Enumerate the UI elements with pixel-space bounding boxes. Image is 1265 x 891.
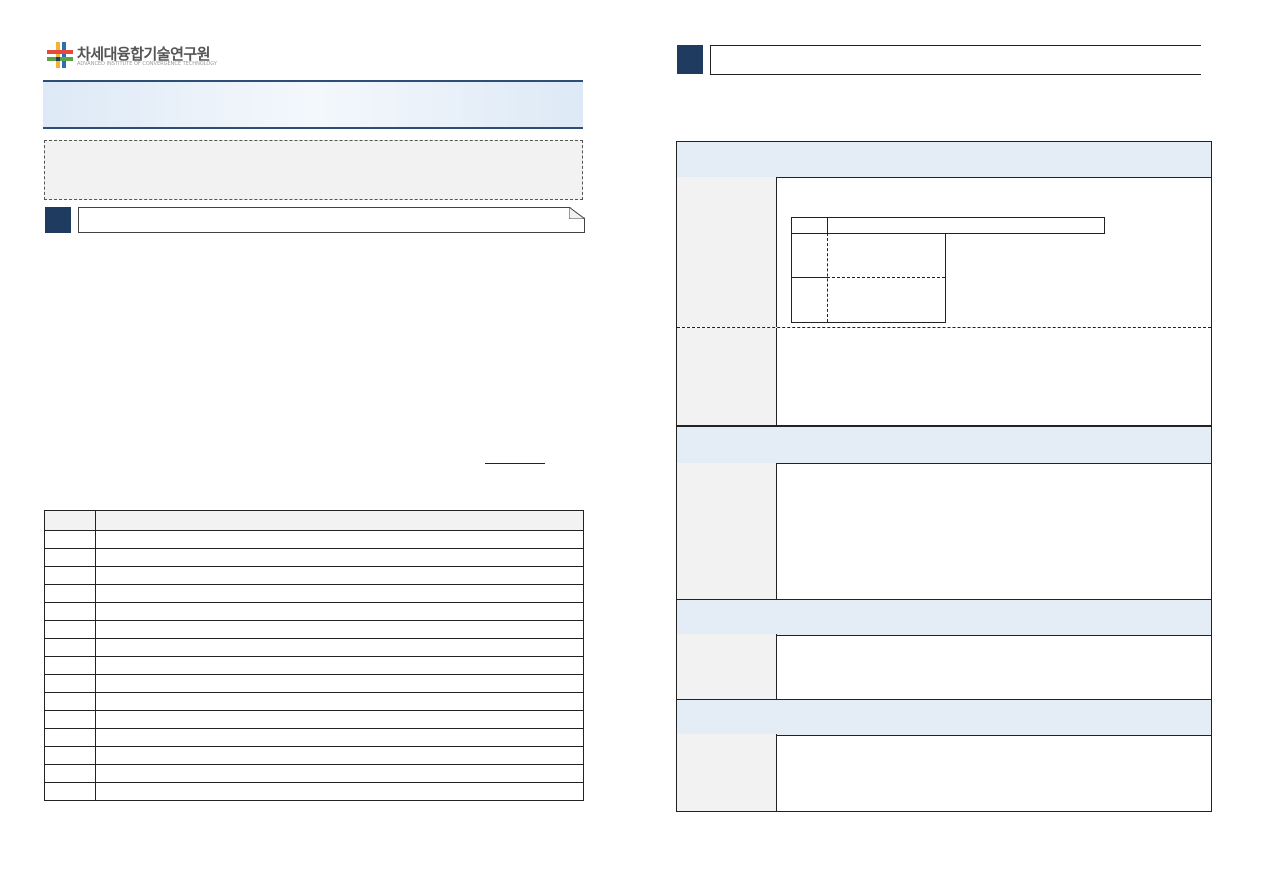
table-row xyxy=(44,620,584,639)
row-label-cell xyxy=(677,328,777,425)
table-cell xyxy=(95,656,584,675)
table-cell xyxy=(95,566,584,585)
table-cell xyxy=(44,656,96,675)
table-cell xyxy=(44,638,96,657)
section-marker-icon xyxy=(677,45,703,74)
table-row xyxy=(44,692,584,711)
table-cell xyxy=(95,510,584,531)
table-cell xyxy=(95,620,584,639)
row-label-cell xyxy=(677,634,777,699)
mini-diagram-hline-dashed xyxy=(827,277,945,278)
table-cell xyxy=(44,728,96,747)
table-cell xyxy=(95,638,584,657)
table-cell xyxy=(95,530,584,549)
logo-text: 차세대융합기술연구원 xyxy=(77,45,211,63)
org-logo: 차세대융합기술연구원 ADVANCED INSTITUTE OF CONVERG… xyxy=(47,42,217,72)
right-section-title-box xyxy=(710,45,1201,75)
title-band xyxy=(43,80,583,129)
table-row xyxy=(44,782,584,801)
table-cell xyxy=(44,584,96,603)
table-cell xyxy=(95,548,584,567)
block-header xyxy=(677,699,1211,736)
table-cell xyxy=(95,692,584,711)
table-cell xyxy=(95,710,584,729)
table-row xyxy=(44,764,584,783)
table-cell xyxy=(44,602,96,621)
right-detail-frame xyxy=(676,141,1212,812)
table-row xyxy=(44,530,584,549)
table-row xyxy=(44,638,584,657)
logo-mark-icon xyxy=(47,42,73,68)
row-label-cell xyxy=(677,463,777,599)
left-table xyxy=(44,510,584,801)
table-cell xyxy=(95,584,584,603)
block-header xyxy=(677,142,1211,178)
table-cell xyxy=(44,510,96,531)
mini-diagram-header xyxy=(791,217,1105,234)
table-cell xyxy=(95,782,584,801)
table-cell xyxy=(44,710,96,729)
table-cell xyxy=(44,566,96,585)
block-divider xyxy=(677,425,1211,427)
mini-diagram-hline xyxy=(792,277,827,278)
underline-mark xyxy=(485,463,545,464)
table-cell xyxy=(95,746,584,765)
table-row xyxy=(44,710,584,729)
table-cell xyxy=(95,674,584,693)
table-cell xyxy=(44,620,96,639)
section-marker-icon xyxy=(45,207,71,233)
table-cell xyxy=(95,728,584,747)
row-label-cell xyxy=(677,734,777,811)
table-cell xyxy=(44,782,96,801)
table-cell xyxy=(44,692,96,711)
table-row xyxy=(44,602,584,621)
logo-subtext: ADVANCED INSTITUTE OF CONVERGENCE TECHNO… xyxy=(77,61,217,67)
row-label-cell xyxy=(677,177,777,327)
mini-diagram-body xyxy=(791,233,946,323)
table-cell xyxy=(44,746,96,765)
table-cell xyxy=(44,530,96,549)
table-row xyxy=(44,728,584,747)
mini-diagram-divider xyxy=(827,218,828,233)
table-row xyxy=(44,656,584,675)
row-divider-dashed xyxy=(677,327,1211,328)
table-row xyxy=(44,674,584,693)
page-fold-icon xyxy=(569,207,585,219)
table-cell xyxy=(95,602,584,621)
block-header xyxy=(677,599,1211,636)
section-title-box xyxy=(78,207,585,233)
summary-box xyxy=(44,140,583,200)
table-row xyxy=(44,566,584,585)
table-cell xyxy=(44,674,96,693)
table-row xyxy=(44,746,584,765)
table-cell xyxy=(44,548,96,567)
table-row xyxy=(44,584,584,603)
table-cell xyxy=(95,764,584,783)
table-row xyxy=(44,548,584,567)
table-cell xyxy=(44,764,96,783)
block-header xyxy=(677,427,1211,464)
table-header-row xyxy=(44,510,584,531)
